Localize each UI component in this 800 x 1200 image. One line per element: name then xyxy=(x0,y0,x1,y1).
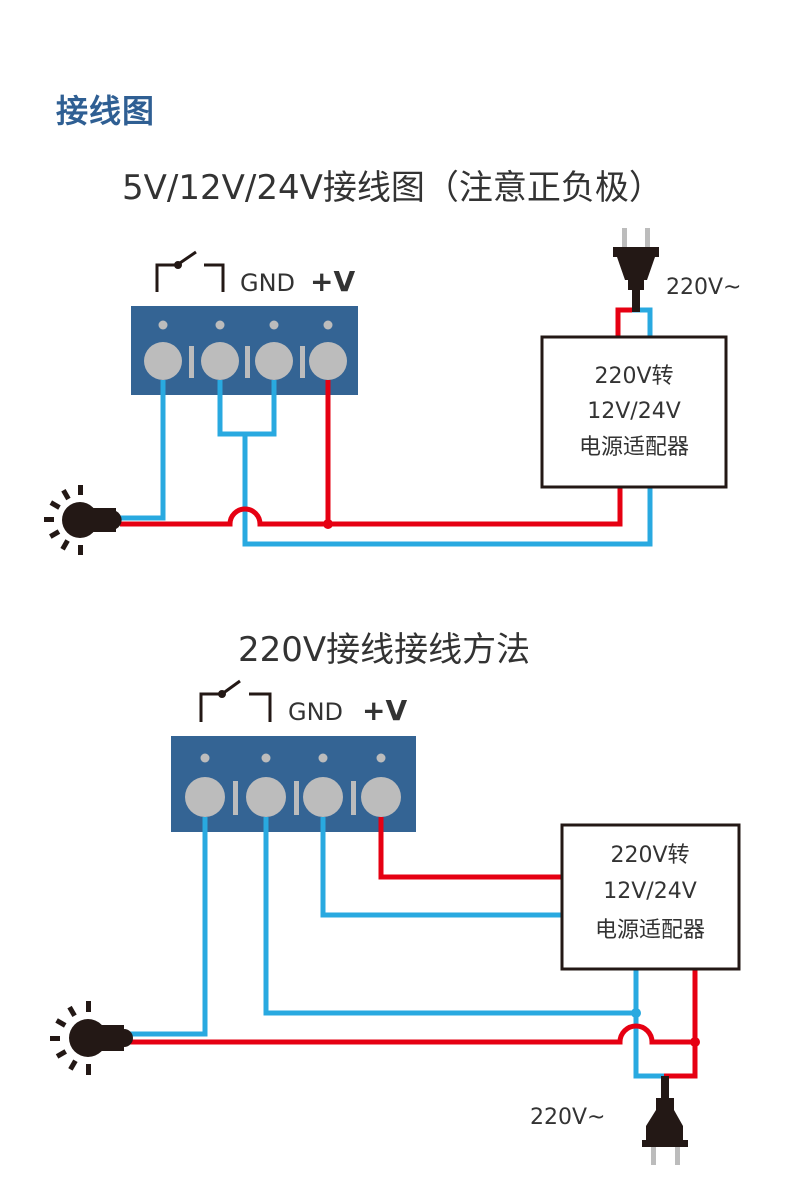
terminal-screw-1 xyxy=(144,342,182,380)
switch-icon xyxy=(155,250,225,292)
wire-positive-main xyxy=(120,487,623,527)
power-plug-icon xyxy=(613,228,659,312)
switch-icon xyxy=(199,679,272,722)
mains-voltage-label: 220V~ xyxy=(666,275,741,300)
wire-mains-live xyxy=(615,307,632,337)
wire-junction-negative xyxy=(631,1008,641,1018)
section-title: 接线图 xyxy=(56,92,156,130)
lamp-icon xyxy=(50,1001,133,1075)
terminal-screw-1 xyxy=(185,777,225,817)
wire-negative-lamp xyxy=(120,382,166,521)
power-adapter: 220V转 12V/24V 电源适配器 xyxy=(560,823,741,971)
wire-negative-adapter xyxy=(242,434,653,547)
wire-mains-neutral xyxy=(632,307,653,337)
terminal-screw-3 xyxy=(255,342,293,380)
wire-mains-neutral xyxy=(633,969,664,1079)
diagram-1-title: 5V/12V/24V接线图（注意正负极） xyxy=(122,168,663,208)
vplus-label: +V xyxy=(362,694,407,727)
adapter-line-1: 220V转 xyxy=(610,843,689,868)
adapter-line-3: 电源适配器 xyxy=(579,435,689,460)
wire-positive-lamp xyxy=(128,1023,695,1045)
wire-positive-adapter xyxy=(378,815,562,880)
wire-junction-positive xyxy=(690,1037,700,1047)
lamp-icon xyxy=(44,485,122,555)
power-adapter: 220V转 12V/24V 电源适配器 xyxy=(540,335,728,489)
terminal-screw-4 xyxy=(309,342,347,380)
gnd-label: GND xyxy=(240,269,295,297)
wire-junction xyxy=(323,519,333,529)
gnd-label: GND xyxy=(288,698,343,726)
terminal-block xyxy=(171,736,416,832)
terminal-block xyxy=(131,306,358,395)
adapter-line-1: 220V转 xyxy=(594,364,673,389)
wire-negative-lamp xyxy=(128,815,208,1037)
terminal-screw-2 xyxy=(201,342,239,380)
adapter-line-2: 12V/24V xyxy=(603,879,697,904)
terminal-screw-3 xyxy=(303,777,343,817)
diagram-1: GND +V xyxy=(44,228,741,555)
wire-negative-adapter xyxy=(320,815,562,918)
mains-voltage-label: 220V~ xyxy=(530,1105,605,1130)
terminal-screw-4 xyxy=(361,777,401,817)
wire-negative-switch xyxy=(263,815,636,1016)
adapter-line-2: 12V/24V xyxy=(587,399,681,424)
diagram-2-title: 220V接线接线方法 xyxy=(238,630,531,670)
diagram-2: GND +V xyxy=(50,679,741,1165)
power-plug-icon xyxy=(642,1076,688,1165)
terminal-screw-2 xyxy=(246,777,286,817)
adapter-line-3: 电源适配器 xyxy=(595,918,705,943)
vplus-label: +V xyxy=(310,265,355,298)
wire-mains-live xyxy=(664,969,698,1079)
